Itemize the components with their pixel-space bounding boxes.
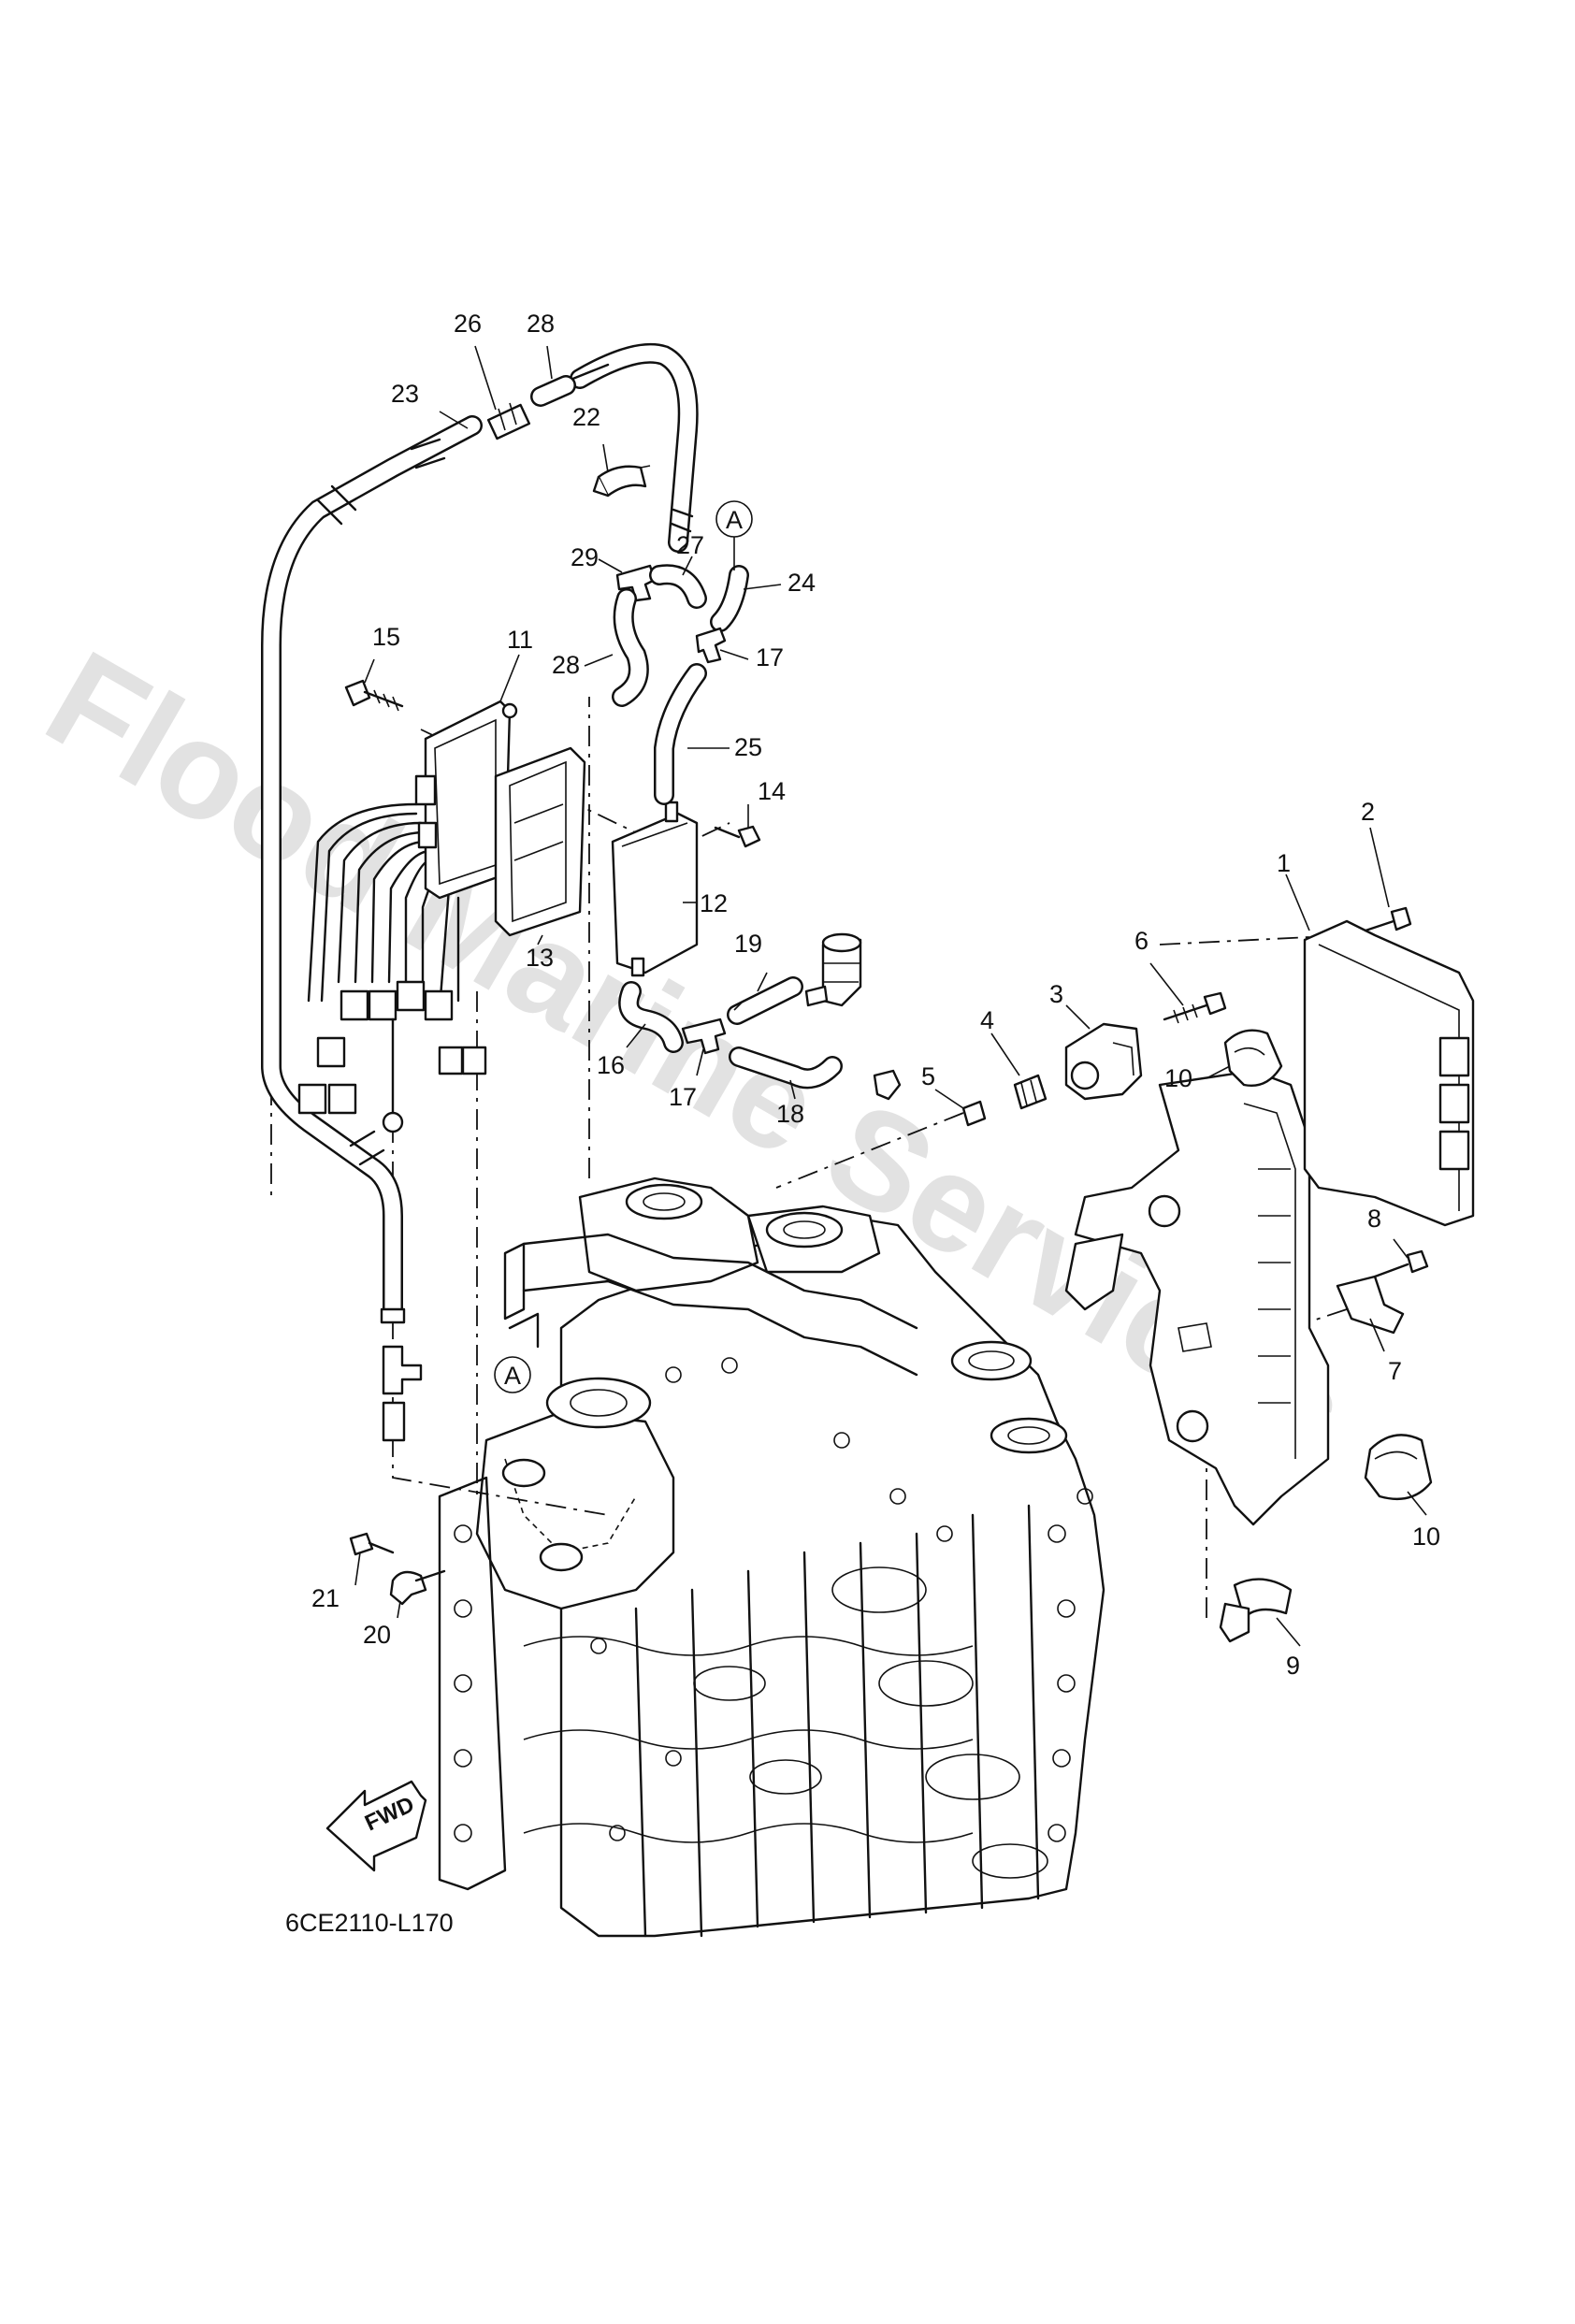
joint-17-mid xyxy=(681,1018,727,1055)
ref-mark-top-label: A xyxy=(726,506,743,534)
bolt-8 xyxy=(1373,1249,1429,1278)
ref-mark-top: A xyxy=(715,500,753,570)
cover-12 xyxy=(611,801,699,977)
hose-joint-fitting xyxy=(380,1307,423,1442)
callout-20: 20 xyxy=(363,1621,391,1649)
sensor-fitting xyxy=(804,932,862,1007)
hose-28-lower xyxy=(612,588,649,707)
callout-19: 19 xyxy=(734,930,762,958)
callout-18: 18 xyxy=(776,1100,804,1128)
callout-12: 12 xyxy=(700,889,728,917)
callout-28-top: 28 xyxy=(527,310,555,338)
callout-2: 2 xyxy=(1361,798,1375,826)
mounting-bracket xyxy=(1064,1069,1330,1526)
callout-6: 6 xyxy=(1134,927,1149,955)
hose-24 xyxy=(710,565,749,632)
hose-27 xyxy=(649,564,707,609)
hose-25 xyxy=(654,663,707,805)
ref-mark-engine-label: A xyxy=(504,1362,521,1390)
bolt-15 xyxy=(344,679,404,712)
callout-17-mid: 17 xyxy=(669,1083,697,1111)
clamp-10-lower xyxy=(1364,1434,1433,1500)
clamp-9 xyxy=(1219,1578,1293,1643)
part-callouts: 1 2 3 4 5 6 7 8 9 10 10 11 12 13 14 15 1… xyxy=(311,310,1440,1680)
hose-18 xyxy=(729,1047,843,1090)
callout-15: 15 xyxy=(372,623,400,651)
joint-26 xyxy=(486,402,531,440)
callout-8: 8 xyxy=(1367,1205,1381,1233)
callout-1: 1 xyxy=(1277,849,1291,877)
bolt-21 xyxy=(349,1532,395,1556)
bolt-6 xyxy=(1163,991,1227,1024)
callout-23: 23 xyxy=(391,380,419,408)
collar-5 xyxy=(961,1100,987,1127)
clamp-10-upper xyxy=(1223,1029,1283,1087)
callout-11: 11 xyxy=(507,626,533,654)
callout-5: 5 xyxy=(921,1062,935,1090)
ignition-coil-harness xyxy=(297,802,487,1133)
ecm-unit-1 xyxy=(1303,919,1475,1227)
clamp-22 xyxy=(592,465,651,498)
callout-14: 14 xyxy=(758,777,786,805)
callout-10-upper: 10 xyxy=(1164,1064,1192,1092)
fwd-direction-arrow: FWD xyxy=(325,1780,427,1872)
callout-24: 24 xyxy=(788,569,816,597)
callout-22: 22 xyxy=(572,403,600,431)
callout-25: 25 xyxy=(734,733,762,761)
bolt-14 xyxy=(714,825,761,848)
grommet-4 xyxy=(1013,1074,1048,1110)
hose-19 xyxy=(727,976,803,1025)
callout-21: 21 xyxy=(311,1584,340,1612)
fuel-hose-23 xyxy=(261,415,483,1320)
callout-10-lower: 10 xyxy=(1412,1523,1440,1551)
clip-7 xyxy=(1336,1275,1405,1335)
clamp-20 xyxy=(389,1569,446,1606)
callout-26: 26 xyxy=(454,310,482,338)
callout-27: 27 xyxy=(676,531,704,559)
vapor-hose-28-top xyxy=(530,342,699,553)
joint-17-top xyxy=(695,627,727,664)
callout-16: 16 xyxy=(597,1051,625,1079)
gasket-13 xyxy=(494,746,586,937)
bolt-2 xyxy=(1364,906,1412,932)
callout-17-top: 17 xyxy=(756,643,784,671)
callout-3: 3 xyxy=(1049,980,1063,1008)
callout-28-lower: 28 xyxy=(552,651,580,679)
callout-7: 7 xyxy=(1388,1357,1402,1385)
hose-16 xyxy=(618,981,684,1053)
bracket-3 xyxy=(1064,1022,1143,1101)
callout-29: 29 xyxy=(571,543,599,571)
callout-4: 4 xyxy=(980,1006,994,1034)
diagram-code: 6CE2110-L170 xyxy=(285,1909,454,1937)
cylinder-block xyxy=(438,1176,1105,1938)
ref-mark-engine: A xyxy=(494,1312,540,1393)
callout-9: 9 xyxy=(1286,1652,1300,1680)
clip-small xyxy=(873,1069,902,1101)
callout-13: 13 xyxy=(526,944,554,972)
